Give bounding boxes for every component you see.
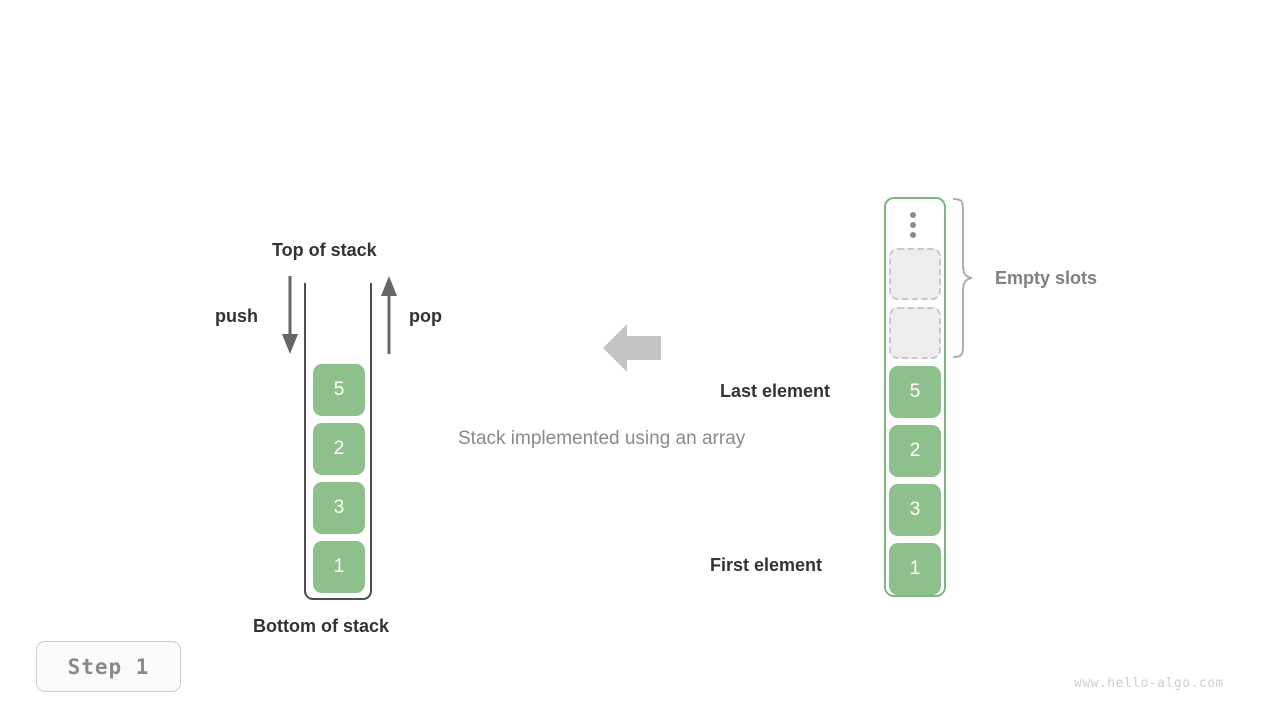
arrow-left-icon [603, 324, 661, 372]
bottom-of-stack-label: Bottom of stack [253, 616, 390, 636]
array-cell: 1 [889, 543, 941, 595]
watermark: www.hello-algo.com [1074, 676, 1224, 691]
array-cell: 3 [889, 484, 941, 536]
first-element-label: First element [710, 555, 823, 575]
array-cell: 5 [889, 366, 941, 418]
push-arrow-down-icon [282, 276, 298, 354]
array-cell-list: 5 2 3 1 [889, 248, 941, 602]
top-of-stack-label: Top of stack [272, 240, 377, 260]
push-label: push [215, 306, 258, 326]
pop-arrow-up-icon [381, 276, 397, 354]
diagram-caption: Stack implemented using an array [458, 428, 746, 449]
array-empty-slot [889, 248, 941, 300]
array-cell: 2 [889, 425, 941, 477]
step-badge: Step 1 [36, 641, 181, 692]
last-element-label: Last element [720, 381, 831, 401]
vertical-dots-icon [910, 212, 916, 242]
stack-cell: 2 [313, 423, 365, 475]
empty-slots-label: Empty slots [995, 268, 1098, 288]
curly-brace-icon [953, 198, 973, 358]
pop-label: pop [409, 306, 442, 326]
stack-cell: 3 [313, 482, 365, 534]
stack-cell: 1 [313, 541, 365, 593]
array-empty-slot [889, 307, 941, 359]
array-container [884, 197, 946, 597]
stack-cell: 5 [313, 364, 365, 416]
stack-cell-list: 5 2 3 1 [313, 364, 365, 600]
stack-container [304, 283, 372, 600]
